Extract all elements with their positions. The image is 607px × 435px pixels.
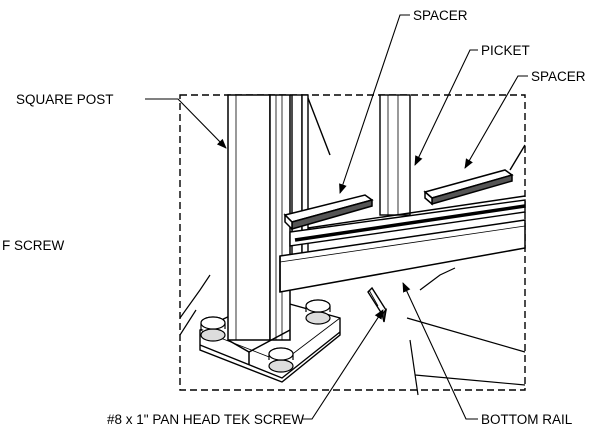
label-spacer-right: SPACER xyxy=(531,69,586,84)
square-post xyxy=(227,94,291,365)
label-picket: PICKET xyxy=(481,43,530,58)
bolt-head xyxy=(200,316,226,342)
spacer-right xyxy=(423,169,514,206)
rail-groove xyxy=(289,97,526,247)
bolt-head xyxy=(268,347,294,373)
label-tek-screw: #8 x 1" PAN HEAD TEK SCREW xyxy=(107,412,304,427)
label-spacer-top: SPACER xyxy=(413,8,468,23)
anchor-bolts xyxy=(200,299,331,373)
bottom-rail xyxy=(279,219,526,293)
label-square-post: SQUARE POST xyxy=(16,92,114,107)
leader-lines xyxy=(145,14,528,420)
leader-bottom-rail xyxy=(402,282,478,420)
tek-screw xyxy=(367,286,388,323)
spacer-left xyxy=(283,194,374,231)
leader-tek-screw xyxy=(302,309,384,420)
leader-spacer-right xyxy=(464,75,528,169)
leader-spacer-top xyxy=(339,14,410,194)
leader-square-post xyxy=(145,98,227,149)
ground-lines xyxy=(179,267,526,396)
label-bottom-rail: BOTTOM RAIL xyxy=(481,412,573,427)
bolt-head xyxy=(305,299,331,325)
leader-picket xyxy=(414,49,478,166)
label-self-screw: F SCREW xyxy=(2,238,65,253)
